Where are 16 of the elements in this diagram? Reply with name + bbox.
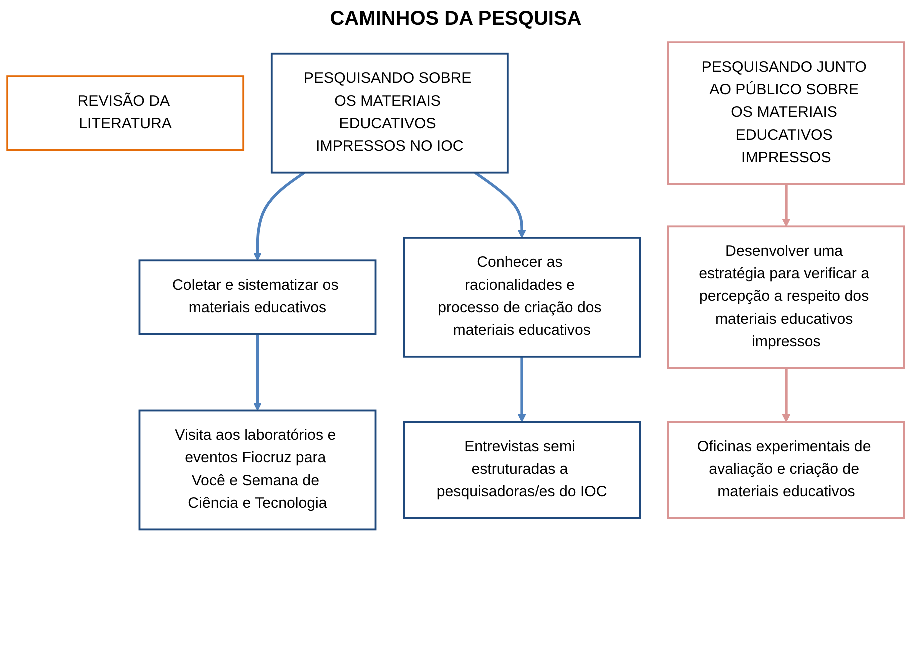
node-box: Conhecer as racionalidades e processo de criação dos materiais educativos: [403, 237, 642, 358]
node-box: Visita aos laboratórios e eventos Fiocruz para Você e Semana de Ciência e Tecnologia: [138, 410, 377, 531]
diagram-title: CAMINHOS DA PESQUISA: [329, 8, 583, 31]
arrow: [782, 184, 791, 228]
node-box: PESQUISANDO JUNTO AO PÚBLICO SOBRE OS MATERIAIS EDUCATIVOS IMPRESSOS: [667, 42, 906, 186]
arrow: [254, 172, 306, 262]
node-box: Entrevistas semi estruturadas a pesquisadoras/es do IOC: [403, 421, 642, 520]
node-box: Coletar e sistematizar os materiais educativos: [138, 260, 377, 336]
node-box: Desenvolver uma estratégia para verificar a percepção a respeito dos materiais educativos impressos: [667, 226, 906, 370]
arrow: [474, 172, 526, 238]
node-box: Oficinas experimentais de avaliação e criação de materiais educativos: [667, 421, 906, 520]
node-box: PESQUISANDO SOBRE OS MATERIAIS EDUCATIVOS IMPRESSOS NO IOC: [270, 52, 509, 174]
arrow: [254, 334, 262, 412]
arrow: [782, 368, 791, 422]
node-box: REVISÃO DA LITERATURA: [6, 76, 245, 152]
arrow: [518, 356, 526, 422]
